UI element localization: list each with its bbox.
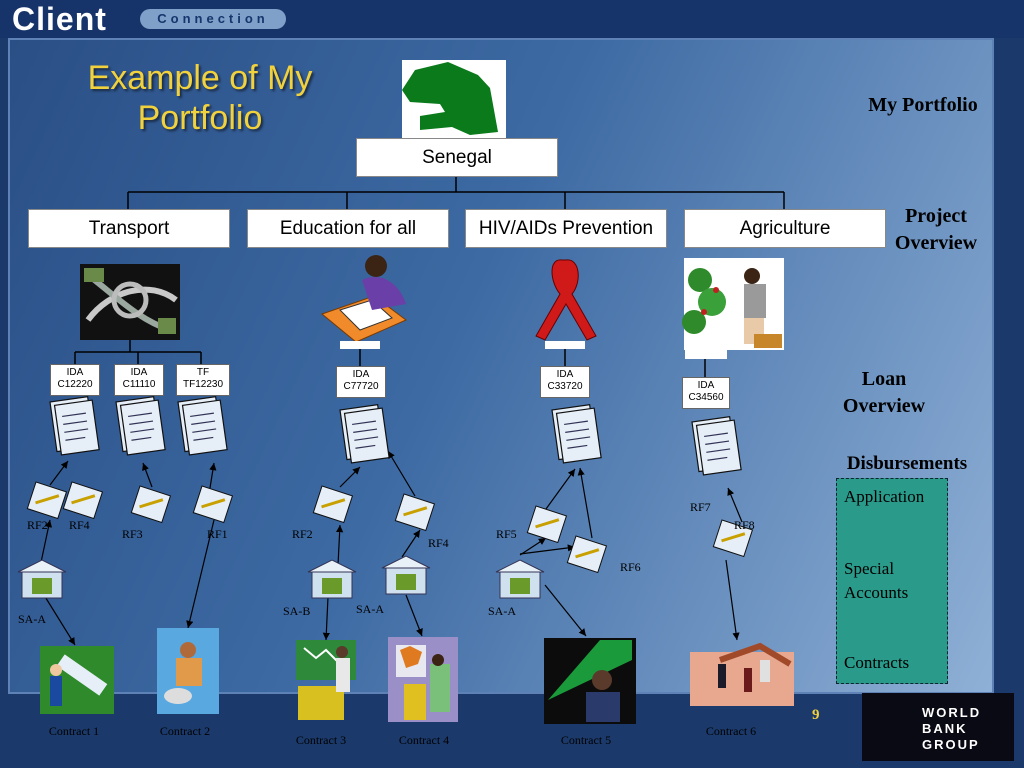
brand-client: Client xyxy=(12,1,107,37)
farmer-icon xyxy=(682,258,784,359)
rf-label: RF7 xyxy=(690,500,711,514)
contract-label: Contract 2 xyxy=(159,724,211,738)
bank-building-icons xyxy=(17,555,545,599)
disbursements-box: Application Special Accounts Contracts xyxy=(836,478,948,684)
contract-5-picture xyxy=(544,638,636,724)
disbursement-contracts: Contracts xyxy=(844,653,910,672)
rf-label: RF2 xyxy=(292,527,313,541)
red-ribbon-icon xyxy=(535,259,597,349)
sector-education: Education for all xyxy=(247,209,449,248)
contract-label: Contract 1 xyxy=(48,724,100,738)
logo-text: WORLD BANK GROUP xyxy=(922,705,982,752)
country-box: Senegal xyxy=(356,138,558,177)
contract-label: Contract 5 xyxy=(560,733,612,747)
contract-3-picture xyxy=(296,640,356,720)
contract-6-picture xyxy=(690,642,794,706)
rf-label: RF1 xyxy=(207,527,228,541)
contract-1-picture xyxy=(40,646,114,714)
brand-connection: Connection xyxy=(140,9,286,29)
disbursement-application: Application xyxy=(844,487,925,506)
contract-2-picture xyxy=(157,628,219,714)
sector-hiv: HIV/AIDs Prevention xyxy=(465,209,667,248)
sa-label: SA-A xyxy=(356,602,385,616)
sa-label: SA-A xyxy=(488,604,517,618)
highway-icon xyxy=(80,264,180,340)
senegal-map-icon xyxy=(402,60,506,138)
contract-label: Contract 6 xyxy=(705,724,757,738)
sa-label: SA-A xyxy=(18,612,47,626)
rf-label: RF2 xyxy=(27,518,48,532)
label-my-portfolio: My Portfolio xyxy=(868,94,978,116)
label-loan-overview: Loan Overview xyxy=(842,368,926,417)
rf-label: RF5 xyxy=(496,527,517,541)
contract-label: Contract 3 xyxy=(295,733,347,747)
signed-form-icons xyxy=(26,481,754,574)
header-bar: Client Connection xyxy=(0,0,1024,38)
rf-label: RF8 xyxy=(734,518,755,532)
sector-transport: Transport xyxy=(28,209,230,248)
sector-agriculture: Agriculture xyxy=(684,209,886,248)
sa-label: SA-B xyxy=(283,604,311,618)
label-project-overview: Project Overview xyxy=(894,205,978,254)
rf-label: RF4 xyxy=(428,536,449,550)
contract-label: Contract 4 xyxy=(398,733,450,747)
contract-4-picture xyxy=(388,637,458,722)
student-writing-icon xyxy=(320,255,407,349)
disbursement-special-accounts: Special Accounts xyxy=(844,559,909,602)
rf-label: RF6 xyxy=(620,560,641,574)
world-bank-logo: WORLD BANK GROUP xyxy=(862,693,1014,761)
label-disbursements: Disbursements xyxy=(846,453,968,474)
loan-document-icons xyxy=(49,396,742,476)
slide-title: Example of My Portfolio xyxy=(87,59,313,137)
rf-label: RF4 xyxy=(69,518,90,532)
page-number: 9 xyxy=(812,707,820,723)
rf-label: RF3 xyxy=(122,527,143,541)
